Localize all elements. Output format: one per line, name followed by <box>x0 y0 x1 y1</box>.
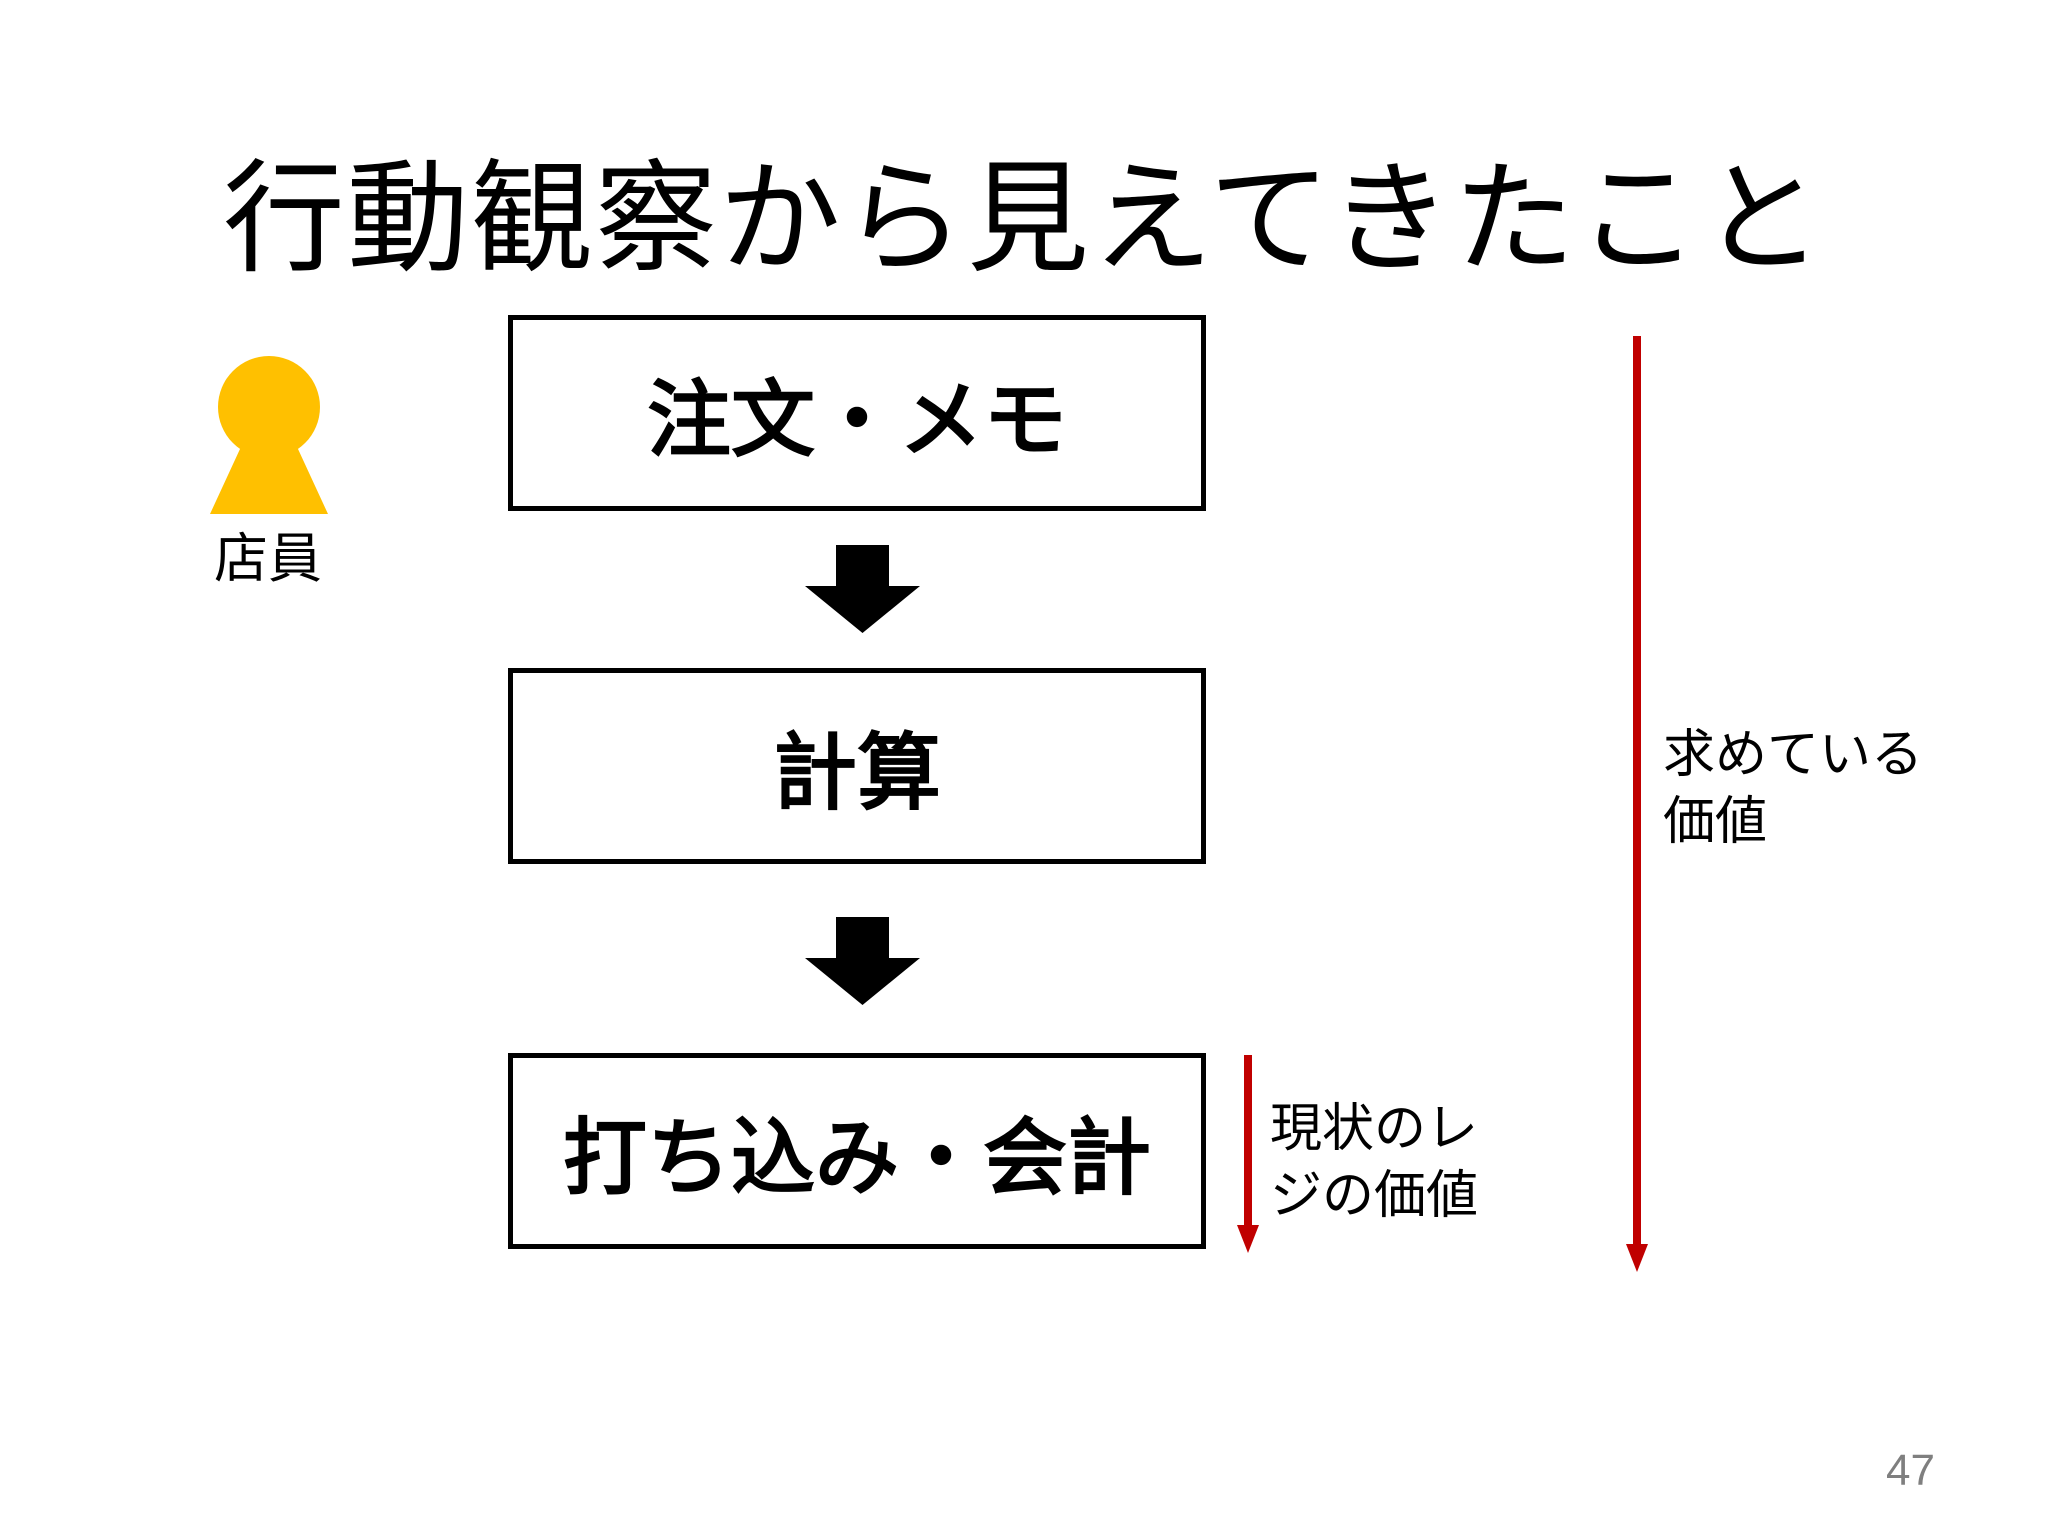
slide-title: 行動観察から見えてきたこと <box>222 150 1826 287</box>
person-icon <box>210 356 328 514</box>
desired-value-arrow-icon <box>1626 336 1648 1272</box>
person-body-shape <box>210 449 328 514</box>
down-arrow-icon <box>805 917 920 1005</box>
flow-step-label: 打ち込み・会計 <box>562 1110 1151 1205</box>
flow-step-label: 計算 <box>772 725 941 820</box>
flow-step-order-memo: 注文・メモ <box>508 315 1206 511</box>
person-head-shape <box>218 356 320 458</box>
actor-label: 店員 <box>214 529 322 589</box>
current-value-arrow-icon <box>1237 1055 1259 1253</box>
flow-step-label: 注文・メモ <box>646 372 1067 467</box>
current-value-label: 現状のレ ジの価値 <box>1270 1100 1479 1225</box>
down-arrow-icon <box>805 545 920 633</box>
flow-step-input-checkout: 打ち込み・会計 <box>508 1053 1206 1249</box>
desired-value-label: 求めている 価値 <box>1663 726 1924 851</box>
page-number: 47 <box>1886 1446 1935 1495</box>
flow-step-calculation: 計算 <box>508 668 1206 864</box>
